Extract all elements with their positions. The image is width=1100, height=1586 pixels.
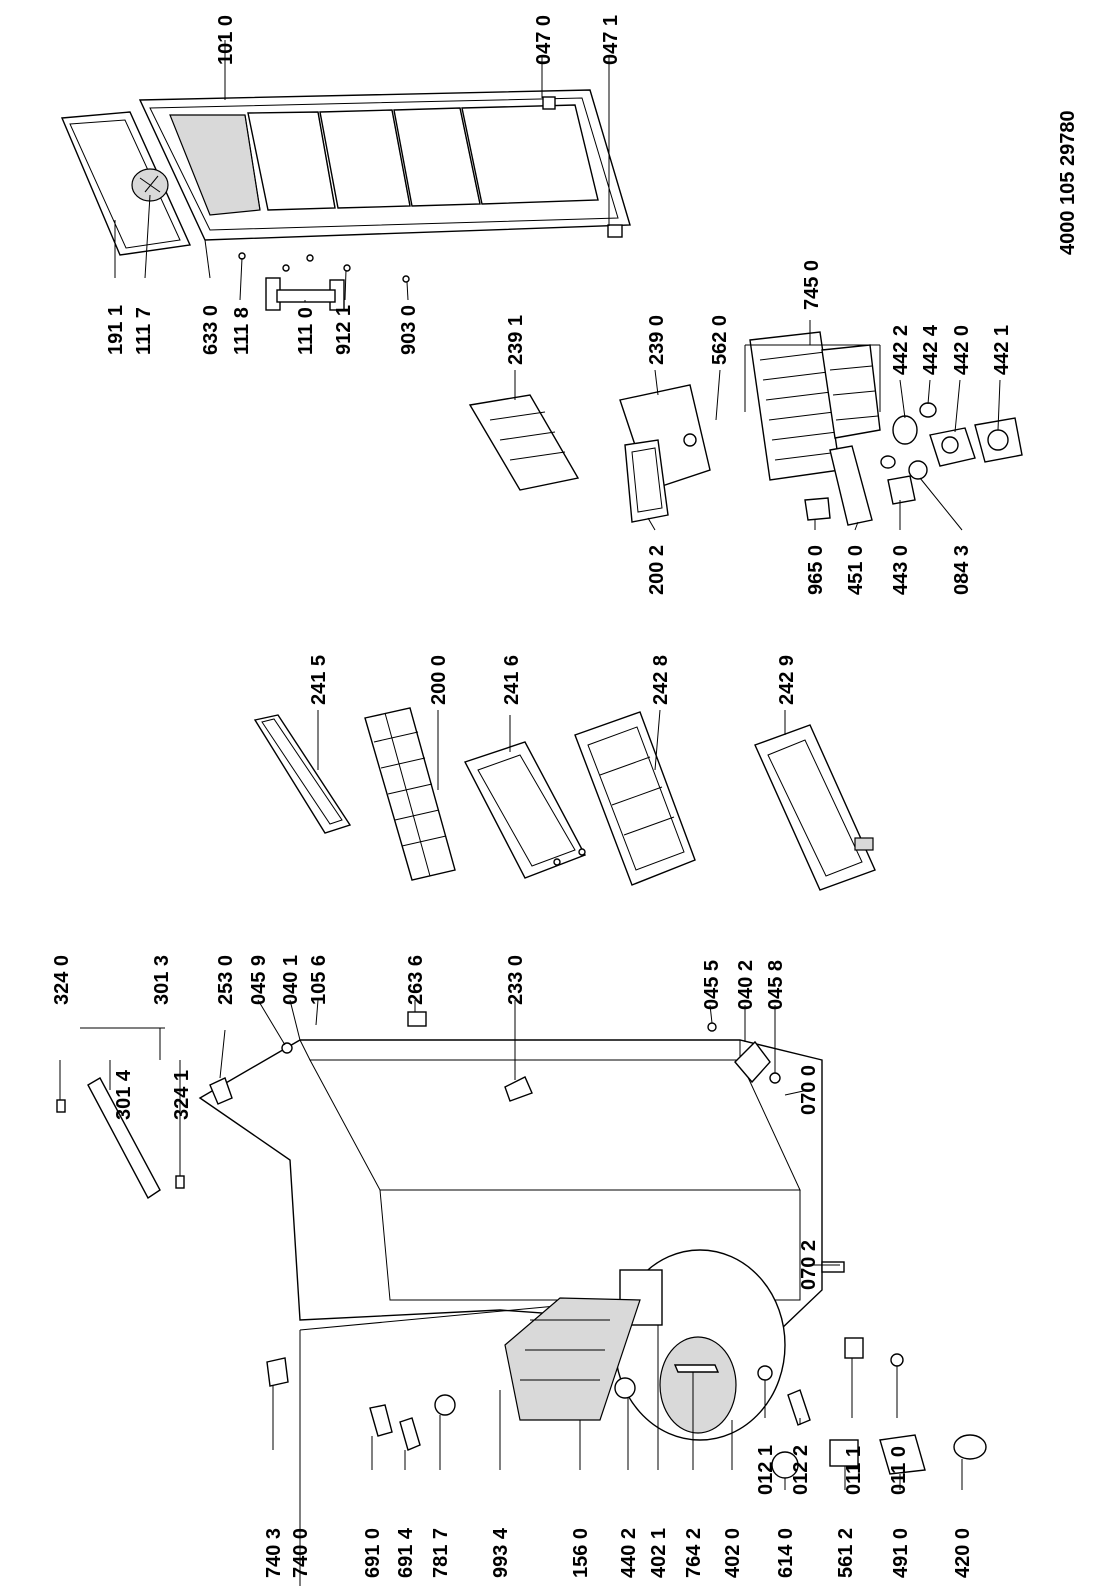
label-402-0: 402 0: [722, 1528, 744, 1578]
label-105-6: 105 6: [308, 955, 330, 1005]
label-442-0: 442 0: [951, 325, 973, 375]
label-011-0: 011 0: [888, 1446, 910, 1495]
label-040-2: 040 2: [735, 960, 757, 1010]
label-633-0: 633 0: [200, 305, 222, 355]
document-number: 4000 105 29780: [1057, 110, 1079, 255]
label-191-1: 191 1: [105, 305, 127, 355]
label-156-0: 156 0: [570, 1528, 592, 1578]
label-440-2: 440 2: [618, 1528, 640, 1578]
label-740-0: 740 0: [290, 1528, 312, 1578]
label-781-7: 781 7: [430, 1528, 452, 1578]
shelf-241-5: [253, 714, 352, 834]
label-301-4: 301 4: [113, 1069, 135, 1120]
label-047-0: 047 0: [533, 15, 555, 65]
label-111-7: 111 7: [133, 307, 155, 355]
label-111-0: 111 0: [295, 307, 317, 355]
label-242-8: 242 8: [650, 655, 672, 705]
small-parts-left: [209, 1011, 987, 1479]
cover-plate: [468, 394, 580, 491]
label-301-3: 301 3: [151, 955, 173, 1005]
label-012-1: 012 1: [755, 1445, 777, 1495]
door-handle: [238, 252, 410, 311]
label-241-6: 241 6: [501, 655, 523, 705]
drawer-242-9: [754, 724, 876, 891]
label-045-8: 045 8: [765, 960, 787, 1010]
label-045-9: 045 9: [248, 955, 270, 1005]
label-253-0: 253 0: [215, 955, 237, 1005]
label-111-8: 111 8: [231, 307, 253, 355]
label-101-0: 101 0: [215, 15, 237, 65]
label-903-0: 903 0: [398, 305, 420, 355]
label-691-0: 691 0: [362, 1528, 384, 1578]
label-040-1: 040 1: [280, 955, 302, 1005]
drawer-242-8: [574, 711, 696, 886]
label-491-0: 491 0: [890, 1528, 912, 1578]
label-200-2: 200 2: [646, 545, 668, 595]
label-965-0: 965 0: [805, 545, 827, 595]
leader-lines: [59, 40, 1001, 1490]
label-233-0: 233 0: [505, 955, 527, 1005]
label-070-0: 070 0: [798, 1065, 820, 1115]
label-691-4: 691 4: [395, 1527, 417, 1578]
shelf-200-0: [364, 707, 456, 881]
label-442-1: 442 1: [991, 325, 1013, 375]
door-hinge-parts: [542, 96, 623, 238]
label-045-5: 045 5: [701, 960, 723, 1010]
label-442-2: 442 2: [890, 325, 912, 375]
label-012-2: 012 2: [790, 1445, 812, 1495]
label-443-0: 443 0: [890, 545, 912, 595]
label-084-3: 084 3: [951, 545, 973, 595]
label-200-0: 200 0: [428, 655, 450, 705]
label-740-3: 740 3: [263, 1528, 285, 1578]
label-239-0: 239 0: [646, 315, 668, 365]
label-402-1: 402 1: [648, 1528, 670, 1578]
label-324-1: 324 1: [171, 1070, 193, 1120]
label-562-0: 562 0: [709, 315, 731, 365]
label-420-0: 420 0: [952, 1528, 974, 1578]
label-324-0: 324 0: [51, 955, 73, 1005]
label-239-1: 239 1: [505, 315, 527, 365]
label-451-0: 451 0: [845, 545, 867, 595]
label-011-1: 011 1: [843, 1446, 865, 1495]
part-labels: 101 0 047 0 047 1 191 1 111 7 633 0 111 …: [51, 15, 1079, 1578]
flap-241-6: [464, 741, 586, 879]
label-614-0: 614 0: [775, 1528, 797, 1578]
label-745-0: 745 0: [801, 260, 823, 310]
handle-bar-301: [56, 1027, 185, 1200]
label-993-4: 993 4: [490, 1527, 512, 1578]
label-070-2: 070 2: [798, 1240, 820, 1290]
label-764-2: 764 2: [683, 1528, 705, 1578]
label-241-5: 241 5: [308, 655, 330, 705]
fan-housing: [619, 384, 711, 523]
label-047-1: 047 1: [600, 15, 622, 65]
fan-motor-parts: [880, 402, 1023, 505]
door-panel: [60, 111, 192, 256]
label-242-9: 242 9: [776, 655, 798, 705]
label-561-2: 561 2: [835, 1528, 857, 1578]
evaporator: [749, 331, 881, 526]
door-assembly: [138, 89, 631, 241]
label-263-6: 263 6: [405, 955, 427, 1005]
label-442-4: 442 4: [920, 324, 942, 375]
label-912-1: 912 1: [333, 305, 355, 355]
